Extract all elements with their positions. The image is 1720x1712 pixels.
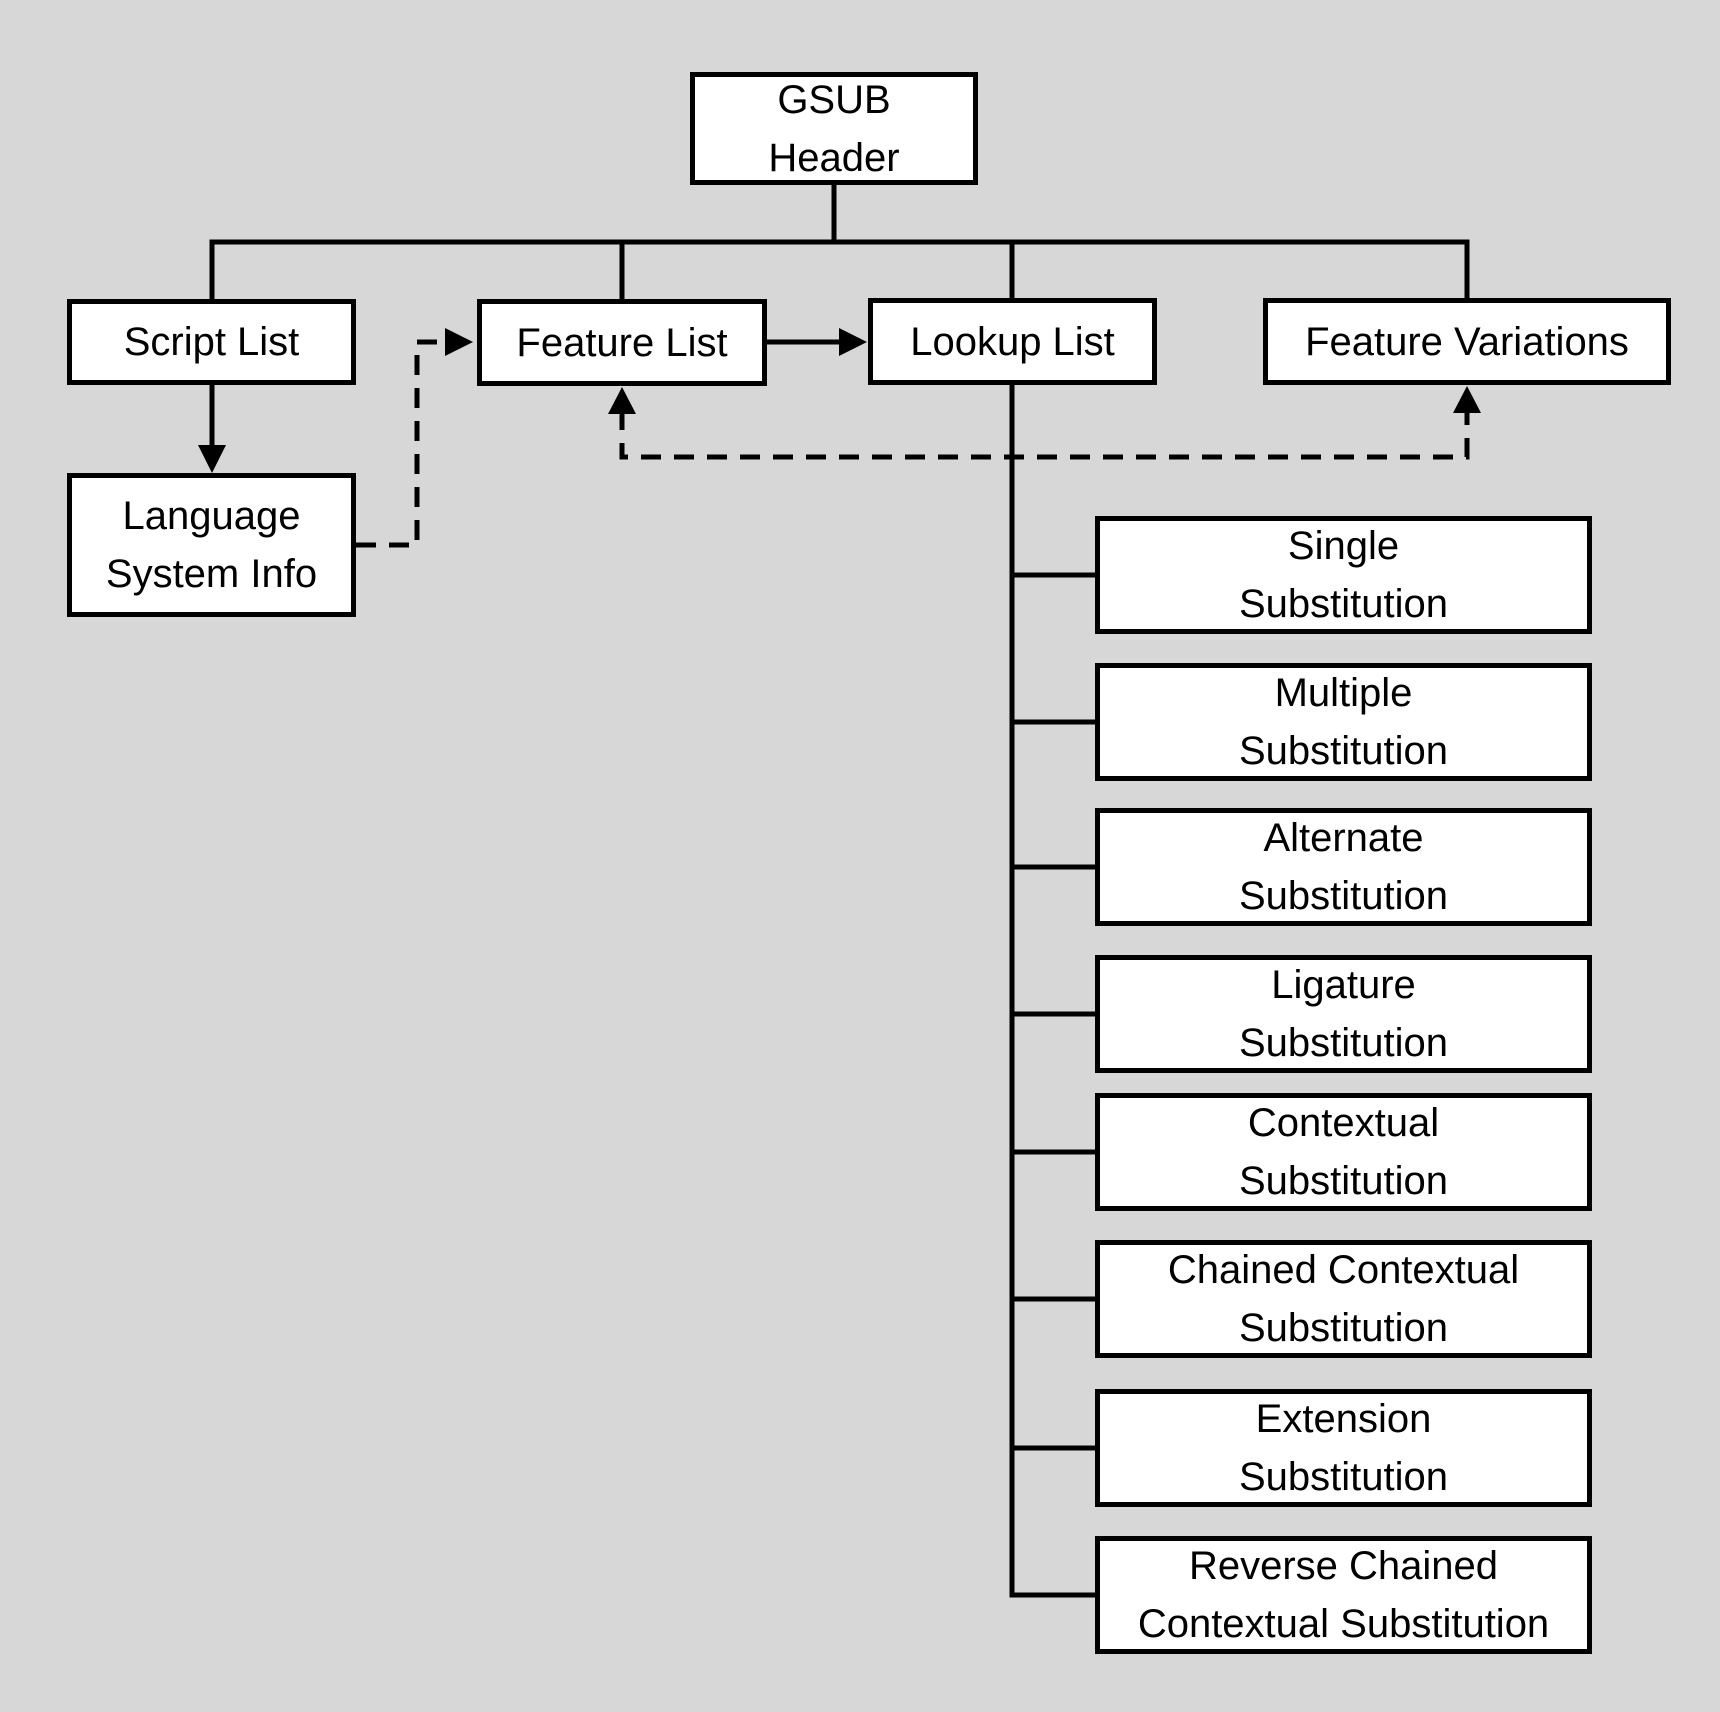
- node-label: Feature Variations: [1305, 319, 1629, 364]
- node-label: Script List: [123, 320, 300, 364]
- node-label: Substitution: [1238, 1159, 1449, 1203]
- connector-langsys-featurelist-dashed: [356, 339, 447, 548]
- node-feature-list: Feature List: [477, 299, 767, 386]
- node-label: Substitution: [1238, 729, 1449, 773]
- node-label: Contextual: [1247, 1101, 1440, 1145]
- node-contextual-substitution: Contextual Substitution: [1095, 1093, 1592, 1211]
- node-label: Alternate: [1263, 816, 1424, 860]
- node-alternate-substitution: Alternate Substitution: [1095, 808, 1592, 926]
- node-feature-variations: Feature Variations: [1263, 298, 1671, 385]
- node-label: Language: [122, 494, 301, 538]
- node-label: Substitution: [1238, 1306, 1449, 1350]
- node-label: Contextual Substitution: [1137, 1602, 1550, 1646]
- node-label: Substitution: [1238, 582, 1449, 626]
- node-label: Substitution: [1238, 1021, 1449, 1065]
- arrowhead-lookuplist-right: [839, 328, 867, 356]
- node-lookup-list: Lookup List: [868, 298, 1157, 385]
- node-reverse-chained-contextual-substitution: Reverse Chained Contextual Substitution: [1095, 1536, 1592, 1654]
- node-script-list: Script List: [67, 299, 356, 385]
- connector-header-tree: [209, 185, 1470, 299]
- connector-lookup-trunk: [1009, 385, 1098, 1598]
- arrowhead-featurelist-right: [445, 328, 473, 356]
- node-single-substitution: Single Substitution: [1095, 516, 1592, 634]
- node-label: GSUB: [777, 77, 891, 122]
- node-extension-substitution: Extension Substitution: [1095, 1389, 1592, 1507]
- node-label: Substitution: [1238, 1455, 1449, 1499]
- node-label: Chained Contextual: [1167, 1248, 1520, 1292]
- node-label: Feature List: [516, 320, 728, 365]
- connector-featurevariations-dashed: [619, 410, 1470, 460]
- node-label: Multiple: [1274, 671, 1413, 715]
- node-chained-contextual-substitution: Chained Contextual Substitution: [1095, 1240, 1592, 1358]
- node-language-system-info: Language System Info: [67, 473, 356, 617]
- node-label: Single: [1287, 524, 1400, 568]
- arrowhead-langsys-down: [198, 445, 226, 473]
- node-label: System Info: [105, 552, 318, 596]
- node-label: Substitution: [1238, 874, 1449, 918]
- node-ligature-substitution: Ligature Substitution: [1095, 955, 1592, 1073]
- node-label: Extension: [1255, 1397, 1432, 1441]
- node-label: Lookup List: [910, 319, 1115, 364]
- node-multiple-substitution: Multiple Substitution: [1095, 663, 1592, 781]
- node-label: Header: [768, 135, 900, 180]
- arrowhead-featurelist-up: [608, 387, 636, 414]
- node-label: Reverse Chained: [1188, 1544, 1499, 1588]
- node-gsub-header: GSUB Header: [690, 72, 978, 185]
- arrowhead-featurevariations-up: [1453, 386, 1481, 413]
- node-label: Ligature: [1271, 963, 1416, 1007]
